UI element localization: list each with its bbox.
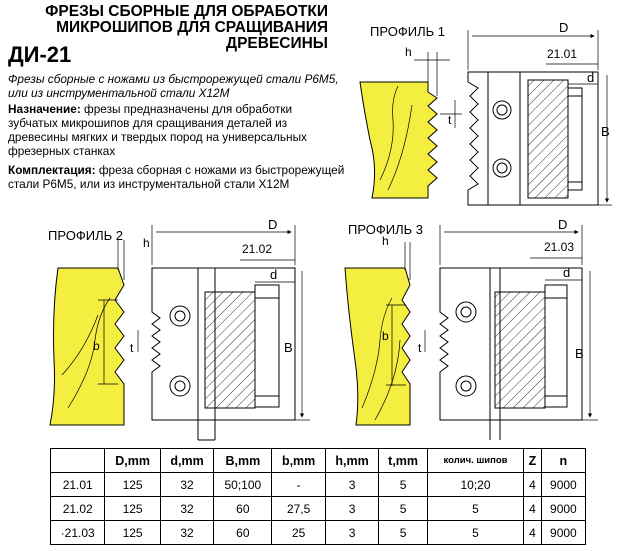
header-d: d,mm (159, 448, 215, 473)
cell: 4 (523, 496, 542, 521)
cell: 9000 (540, 520, 587, 545)
svg-text:B: B (575, 346, 584, 361)
header-b: b,mm (271, 448, 326, 473)
cell: 125 (104, 520, 161, 545)
page-title: ФРЕЗЫ СБОРНЫЕ ДЛЯ ОБРАБОТКИ МИКРОШИПОВ Д… (6, 4, 328, 52)
svg-text:D: D (558, 217, 567, 232)
cell: 32 (159, 520, 215, 545)
profile-1-drawing: D d B h t (359, 20, 612, 206)
svg-text:h: h (405, 45, 412, 59)
svg-text:t: t (130, 341, 134, 355)
header-Z: Z (523, 448, 542, 473)
purpose-label: Назначение: (8, 102, 81, 116)
description: Фрезы сборные с ножами из быстрорежущей … (8, 72, 363, 100)
cell: 125 (104, 472, 161, 497)
cell: 3 (324, 496, 380, 521)
svg-text:d: d (563, 265, 570, 280)
profile-1-code: 21.01 (547, 47, 578, 61)
svg-text:h: h (143, 236, 150, 250)
profile-2-code: 21.02 (242, 242, 273, 256)
cell: 5 (426, 520, 525, 545)
cell: 10;20 (426, 472, 525, 497)
cell: 60 (213, 496, 273, 521)
cell: 60 (213, 520, 273, 545)
purpose-paragraph: Назначение: фрезы предназначены для обра… (8, 102, 343, 158)
header-h: h,mm (324, 448, 380, 473)
svg-text:B: B (601, 124, 610, 139)
svg-text:h: h (382, 234, 389, 248)
model-code: ДИ-21 (8, 42, 72, 67)
profile-3-drawing: D d B b h t (344, 217, 598, 440)
kit-label: Комплектация: (8, 163, 96, 177)
header-code (49, 448, 106, 473)
description-line-2: или из инструментальной стали Х12М (8, 86, 230, 100)
cell: 9000 (540, 472, 587, 497)
cell: 5 (378, 520, 428, 545)
table-row: 21.01 125 32 50;100 - 3 5 10;20 4 9000 (49, 472, 587, 497)
cell: 5 (378, 472, 428, 497)
header-n: n (540, 448, 587, 473)
kit-paragraph: Комплектация: фреза сборная с ножами из … (8, 163, 348, 191)
cell: 4 (523, 520, 542, 545)
spec-table: D,mm d,mm B,mm b,mm h,mm t,mm колич. шип… (49, 448, 587, 545)
header-count: колич. шипов (426, 448, 525, 473)
svg-text:D: D (559, 20, 568, 35)
cell: 27,5 (271, 496, 326, 521)
cell: 21.01 (49, 472, 106, 497)
purpose-text: фрезы предназначены для обработки зубчат… (8, 102, 307, 158)
svg-text:t: t (418, 341, 422, 355)
profile-3-label: ПРОФИЛЬ 3 (348, 222, 423, 237)
kit-text: фреза сборная с ножами из быстрорежущей … (8, 163, 345, 191)
table-row: ·21.03 125 32 60 25 3 5 5 4 9000 (49, 520, 587, 545)
svg-text:t: t (448, 113, 452, 127)
cell: 50;100 (213, 472, 273, 497)
svg-text:d: d (587, 70, 594, 85)
cell: 5 (426, 496, 525, 521)
cell: 32 (159, 496, 215, 521)
svg-text:B: B (284, 340, 293, 355)
profile-1-label: ПРОФИЛЬ 1 (370, 24, 445, 39)
header-B: B,mm (213, 448, 273, 473)
title-line-1: ФРЕЗЫ СБОРНЫЕ ДЛЯ ОБРАБОТКИ (45, 3, 328, 20)
cell: - (271, 472, 326, 497)
cell: 9000 (540, 496, 587, 521)
cell: 25 (271, 520, 326, 545)
cell: 32 (159, 472, 215, 497)
description-line-1: Фрезы сборные с ножами из быстрорежущей … (8, 72, 339, 86)
title-line-2: МИКРОШИПОВ ДЛЯ СРАЩИВАНИЯ (56, 19, 328, 36)
svg-text:b: b (93, 339, 100, 353)
cell: 4 (523, 472, 542, 497)
svg-text:d: d (270, 267, 277, 282)
svg-text:D: D (268, 217, 277, 232)
header-D: D,mm (104, 448, 161, 473)
cell: 3 (324, 520, 380, 545)
profile-3-code: 21.03 (544, 240, 575, 254)
cell: ·21.03 (49, 520, 106, 545)
svg-text:b: b (382, 329, 389, 343)
cell: 5 (378, 496, 428, 521)
table-header-row: D,mm d,mm B,mm b,mm h,mm t,mm колич. шип… (49, 448, 587, 473)
title-line-3: ДРЕВЕСИНЫ (226, 35, 328, 52)
profile-2-drawing: D d B b h t (49, 217, 310, 441)
cell: 21.02 (49, 496, 106, 521)
cell: 3 (324, 472, 380, 497)
profile-2-label: ПРОФИЛЬ 2 (48, 228, 123, 243)
cell: 125 (104, 496, 161, 521)
header-t: t,mm (378, 448, 428, 473)
table-row: 21.02 125 32 60 27,5 3 5 5 4 9000 (49, 496, 587, 521)
